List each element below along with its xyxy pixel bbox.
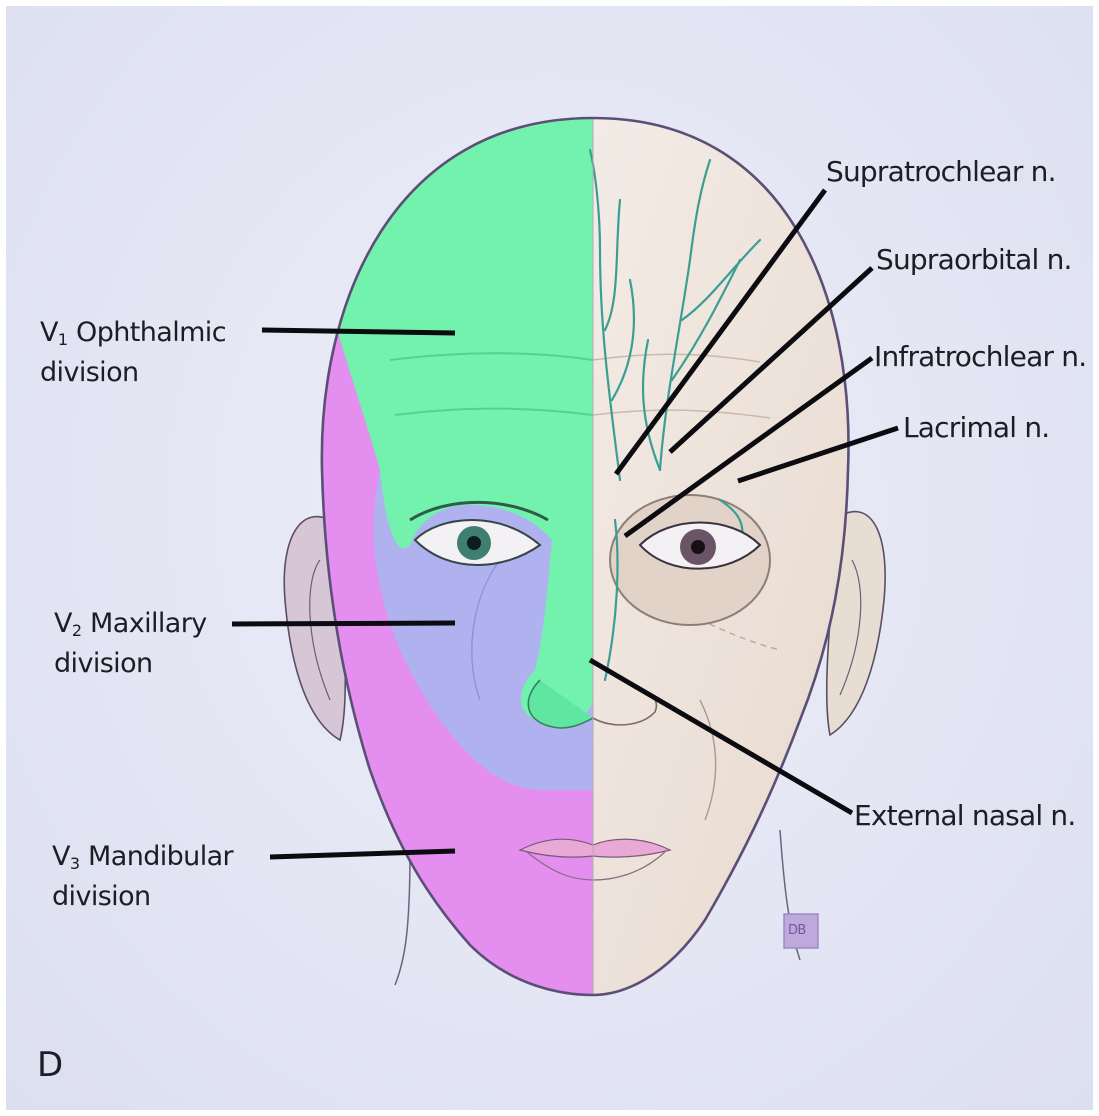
panel-letter: D [37,1045,63,1085]
label-v2: V2 Maxillary division [54,607,207,680]
label-external-nasal: External nasal n. [854,799,1075,832]
label-lacrimal: Lacrimal n. [903,411,1049,444]
artist-mark-text: DB [788,918,806,944]
label-infratrochlear: Infratrochlear n. [874,340,1086,373]
label-v1: V1 Ophthalmic division [40,316,226,389]
label-v3: V3 Mandibular division [52,840,233,913]
label-supratrochlear: Supratrochlear n. [826,155,1056,188]
leader-v2 [232,623,455,624]
leader-v1 [262,330,455,333]
label-supraorbital: Supraorbital n. [876,243,1072,276]
